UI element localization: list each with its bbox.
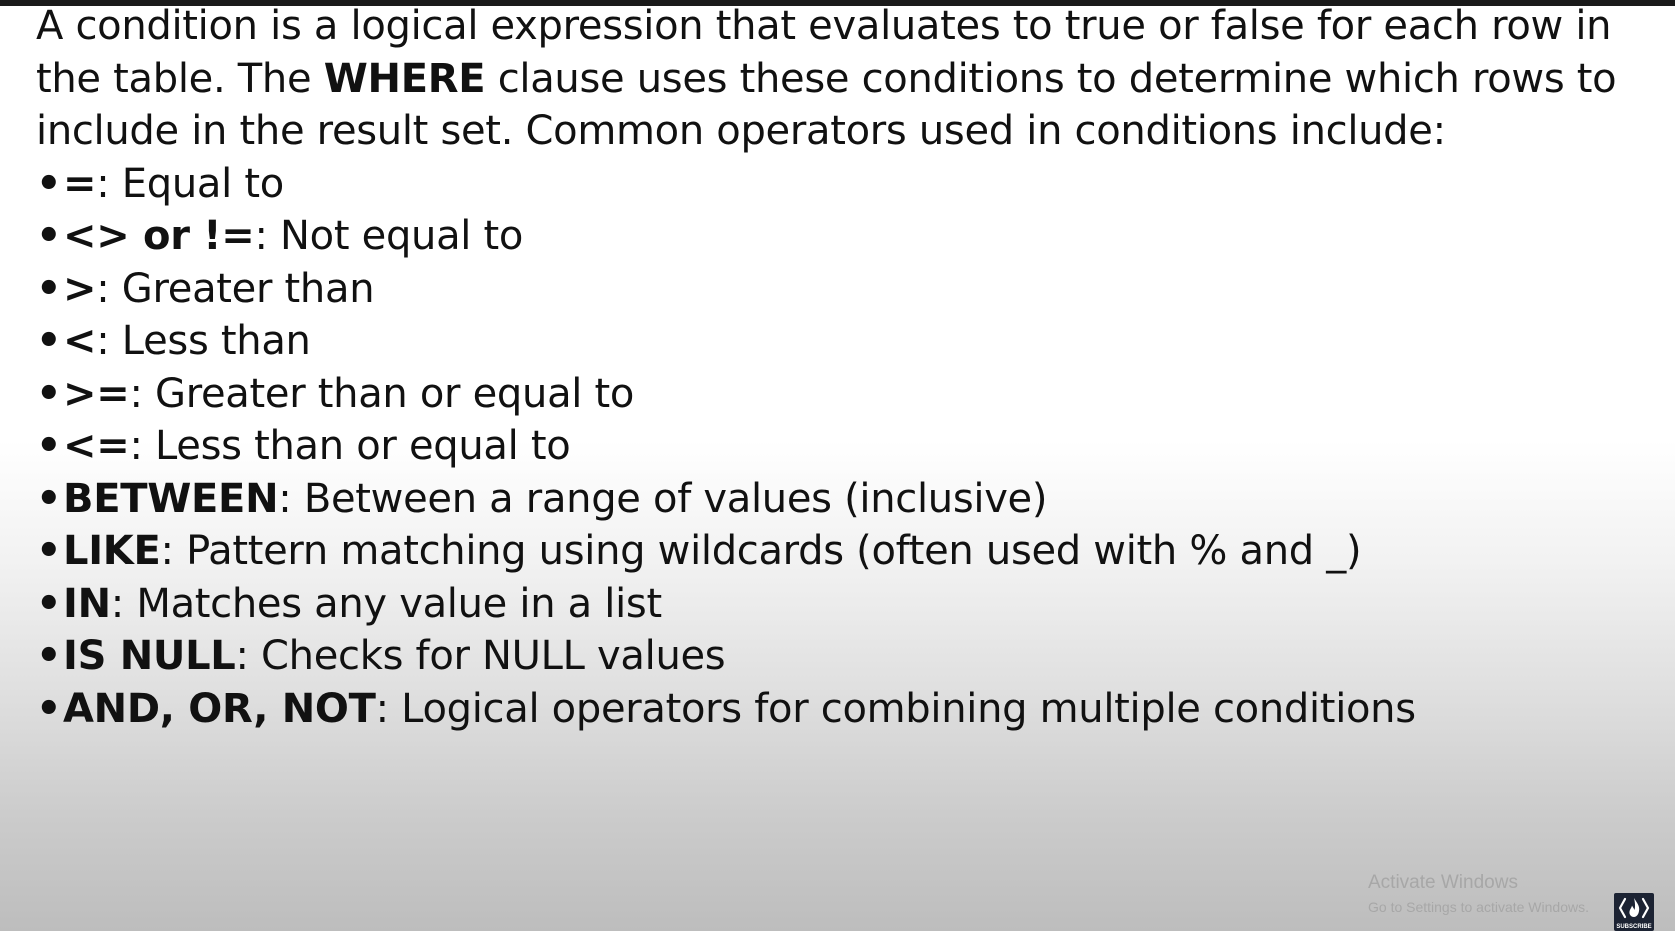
operator-symbol: AND, OR, NOT (63, 685, 376, 732)
operator-symbol: BETWEEN (63, 475, 279, 522)
bullet-icon: • (36, 318, 62, 364)
intro-text-part1: A condition is a logical expression that… (36, 3, 1612, 102)
operator-item-not-equal: •<> or !=: Not equal to (36, 210, 1636, 263)
operator-description: : Greater than (96, 265, 375, 312)
operator-symbol: IS NULL (63, 633, 236, 679)
operator-description: : Between a range of values (inclusive) (278, 475, 1048, 522)
bullet-icon: • (36, 685, 62, 732)
activate-windows-watermark: Activate Windows Go to Settings to activ… (1368, 872, 1589, 918)
operator-item-between: •BETWEEN: Between a range of values (inc… (36, 473, 1636, 526)
channel-logo-subscribe[interactable]: SUBSCRIBE (1614, 893, 1654, 931)
bullet-icon: • (36, 475, 62, 522)
operator-description: : Checks for NULL values (235, 633, 726, 679)
operator-description: : Equal to (96, 160, 284, 207)
operator-item-less-equal: •<=: Less than or equal to (36, 420, 1636, 473)
operator-item-like: •LIKE: Pattern matching using wildcards … (36, 525, 1636, 578)
operator-description: : Less than (96, 318, 311, 364)
watermark-subtitle: Go to Settings to activate Windows. (1368, 899, 1589, 915)
operator-item-logical: •AND, OR, NOT: Logical operators for com… (36, 683, 1636, 736)
operator-item-in: •IN: Matches any value in a list (36, 578, 1636, 631)
logo-subscribe-text: SUBSCRIBE (1616, 924, 1652, 930)
intro-paragraph: A condition is a logical expression that… (36, 0, 1636, 158)
bullet-icon: • (36, 423, 62, 469)
bullet-icon: • (36, 528, 62, 574)
intro-keyword-where: WHERE (323, 55, 486, 102)
operator-item-equal: •=: Equal to (36, 158, 1636, 211)
operator-item-greater: •>: Greater than (36, 263, 1636, 316)
operator-item-greater-equal: •>=: Greater than or equal to (36, 368, 1636, 421)
bullet-icon: • (36, 160, 62, 207)
operator-symbol: >= (63, 370, 130, 417)
operator-item-is-null: •IS NULL: Checks for NULL values (36, 630, 1636, 683)
operator-symbol: < (63, 318, 97, 364)
operator-symbol: <> or != (63, 213, 255, 259)
operator-symbol: = (63, 160, 97, 207)
watermark-title: Activate Windows (1368, 872, 1518, 893)
operator-description: : Not equal to (254, 213, 524, 259)
operators-list: •=: Equal to •<> or !=: Not equal to •>:… (36, 158, 1636, 736)
operator-item-less: •<: Less than (36, 315, 1636, 368)
operator-symbol: IN (63, 580, 111, 627)
operator-symbol: LIKE (63, 528, 161, 574)
operator-description: : Less than or equal to (129, 423, 571, 469)
slide-content: A condition is a logical expression that… (36, 0, 1636, 735)
operator-description: : Logical operators for combining multip… (375, 685, 1416, 732)
operator-description: : Greater than or equal to (129, 370, 635, 417)
video-top-strip (0, 0, 1675, 6)
operator-symbol: > (63, 265, 97, 312)
intro-text-part2: clause uses these conditions to determin… (36, 55, 1617, 155)
bullet-icon: • (36, 265, 62, 312)
bullet-icon: • (36, 370, 62, 417)
bullet-icon: • (36, 213, 62, 259)
operator-description: : Matches any value in a list (110, 580, 662, 627)
bullet-icon: • (36, 633, 62, 679)
operator-description: : Pattern matching using wildcards (ofte… (160, 528, 1362, 574)
operator-symbol: <= (63, 423, 130, 469)
fire-icon (1618, 897, 1650, 919)
bullet-icon: • (36, 580, 62, 627)
